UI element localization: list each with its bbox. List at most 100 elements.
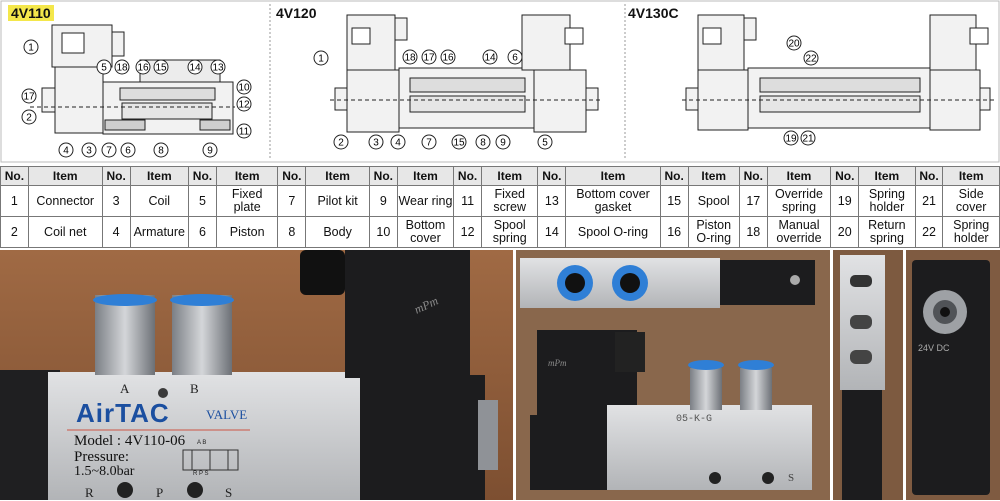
callout-circle [101, 142, 117, 158]
photo-end-view [833, 250, 903, 500]
callout-circle [786, 35, 802, 51]
col-header-no: No. [101, 166, 131, 186]
callout-number: 16 [137, 63, 149, 74]
col-header-item: Item [27, 166, 103, 186]
diagram-title-4v120: 4V120 [276, 5, 317, 21]
callout-number: 16 [442, 53, 454, 64]
col-header-item: Item [129, 166, 190, 186]
callout-circle [81, 142, 97, 158]
side-body-text: 05-K-G [676, 414, 713, 425]
part-name: Manual override [766, 216, 832, 248]
part-number: 11 [453, 185, 482, 217]
callout-number: 4 [63, 146, 69, 157]
part-number: 10 [368, 216, 398, 248]
callout-circle [440, 49, 456, 65]
part-number: 14 [537, 216, 567, 248]
callout-circle [803, 50, 819, 66]
part-name: Return spring [858, 216, 916, 248]
part-number: 16 [659, 216, 689, 248]
part-number: 21 [914, 185, 944, 217]
callout-circle [153, 142, 169, 158]
part-number: 8 [277, 216, 307, 248]
port-p-label: P [156, 485, 164, 500]
callout-number: 22 [805, 54, 817, 65]
product-photos: AirTAC VALVE Model : 4V110-06 Pressure: … [0, 250, 1000, 500]
callout-circle [96, 59, 112, 75]
side-port-s-label: S [788, 472, 795, 484]
callout-circle [495, 134, 511, 150]
part-name: Bottom cover gasket [565, 185, 661, 217]
port-a-label: A [120, 381, 130, 396]
coil-mark-2: mPm [548, 358, 567, 368]
diagram-4v120 [330, 14, 600, 133]
part-name: Wear ring [396, 185, 455, 217]
part-number: 18 [738, 216, 768, 248]
photo-coil-end [906, 250, 1000, 500]
callout-circle [537, 134, 553, 150]
callout-number: 15 [453, 138, 465, 149]
part-name: Bottom cover [396, 216, 455, 248]
callout-number: 19 [785, 134, 797, 145]
part-name: Spool [687, 185, 740, 217]
part-name: Pilot kit [305, 185, 370, 217]
callout-number: 2 [338, 138, 344, 149]
callout-circle [210, 59, 226, 75]
photo-side-views [516, 250, 830, 500]
diagram-title-4v110: 4V110 [8, 5, 54, 21]
callout-number: 18 [404, 53, 416, 64]
callout-number: 8 [480, 138, 486, 149]
part-name: Spool spring [480, 216, 539, 248]
callout-circle [58, 142, 74, 158]
callout-circle [236, 79, 252, 95]
part-number: 13 [537, 185, 567, 217]
callout-circle [333, 134, 349, 150]
callout-number: 5 [542, 138, 548, 149]
port-r-label: R [85, 485, 94, 500]
callout-circle [402, 49, 418, 65]
callout-number: 1 [28, 43, 34, 54]
callout-number: 13 [212, 63, 224, 74]
port-s-label: S [225, 485, 233, 500]
callout-number: 1 [318, 54, 324, 65]
callout-circle [482, 49, 498, 65]
part-name: Spring holder [942, 216, 1000, 248]
part-name: Override spring [766, 185, 832, 217]
col-header-no: No. [453, 166, 482, 186]
callout-circle [783, 130, 799, 146]
port-b-label: B [190, 381, 199, 396]
callout-number: 6 [512, 53, 518, 64]
callout-circle [507, 49, 523, 65]
callout-number: 8 [158, 146, 164, 157]
part-name: Connector [27, 185, 103, 217]
callout-number: 17 [423, 53, 435, 64]
callout-number: 18 [116, 63, 128, 74]
part-name: Piston [215, 216, 279, 248]
callout-circle [202, 142, 218, 158]
col-header-no: No. [830, 166, 860, 186]
pressure-value: 1.5~8.0bar [74, 464, 135, 479]
col-header-item: Item [766, 166, 832, 186]
part-number: 19 [830, 185, 860, 217]
col-header-item: Item [305, 166, 370, 186]
part-name: Spring holder [858, 185, 916, 217]
callout-number: 4 [395, 138, 401, 149]
part-number: 3 [101, 185, 131, 217]
col-header-no: No. [0, 166, 29, 186]
part-name: Coil net [27, 216, 103, 248]
part-number: 7 [277, 185, 307, 217]
callout-circle [23, 39, 39, 55]
part-name: Armature [129, 216, 190, 248]
diagram-4v110 [30, 24, 235, 135]
callout-circle [187, 59, 203, 75]
part-number: 17 [738, 185, 768, 217]
col-header-item: Item [942, 166, 1000, 186]
col-header-item: Item [565, 166, 661, 186]
part-number: 15 [659, 185, 689, 217]
photo-main-valve [0, 250, 513, 500]
callout-number: 11 [239, 127, 250, 138]
col-header-item: Item [215, 166, 279, 186]
callout-circle [421, 49, 437, 65]
